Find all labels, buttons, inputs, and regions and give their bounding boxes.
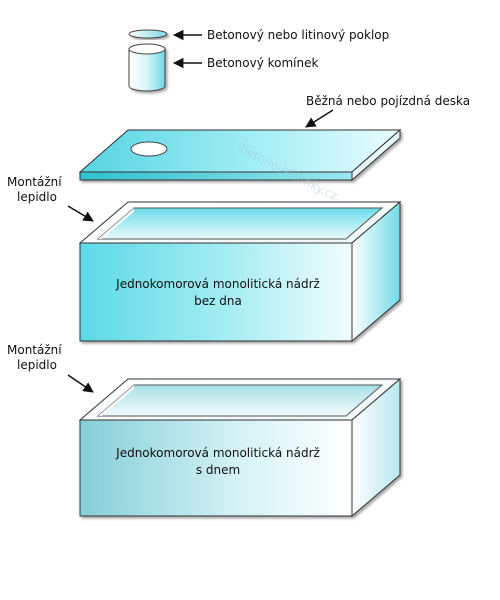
- adhesive-arrow-upper: [67, 205, 94, 222]
- tank-upper: [78, 200, 402, 343]
- adhesive-label-lower-2: lepidlo: [17, 358, 57, 372]
- adhesive-label-upper-1: Montážní: [7, 175, 62, 189]
- adhesive-label-lower-1: Montážní: [7, 343, 62, 357]
- chimney-label: Betonový komínek: [207, 56, 319, 70]
- cover-label: Betonový nebo litinový poklop: [207, 28, 389, 42]
- tank-upper-label-2: bez dna: [194, 294, 242, 308]
- deck-arrow: [305, 109, 334, 128]
- tank-upper-label-1: Jednokomorová monolitická nádrž: [115, 277, 320, 291]
- deck-slab: [78, 128, 402, 182]
- tank-lower-label-2: s dnem: [196, 463, 240, 477]
- tank-lower-label-1: Jednokomorová monolitická nádrž: [115, 446, 320, 460]
- tank-lower: [78, 377, 402, 518]
- deck-label: Běžná nebo pojízdná deska: [306, 94, 470, 108]
- adhesive-label-upper-2: lepidlo: [17, 190, 57, 204]
- chimney-icon: [128, 43, 166, 92]
- cover-icon: [128, 29, 168, 39]
- deck-opening: [130, 141, 168, 157]
- adhesive-arrow-lower: [67, 374, 94, 393]
